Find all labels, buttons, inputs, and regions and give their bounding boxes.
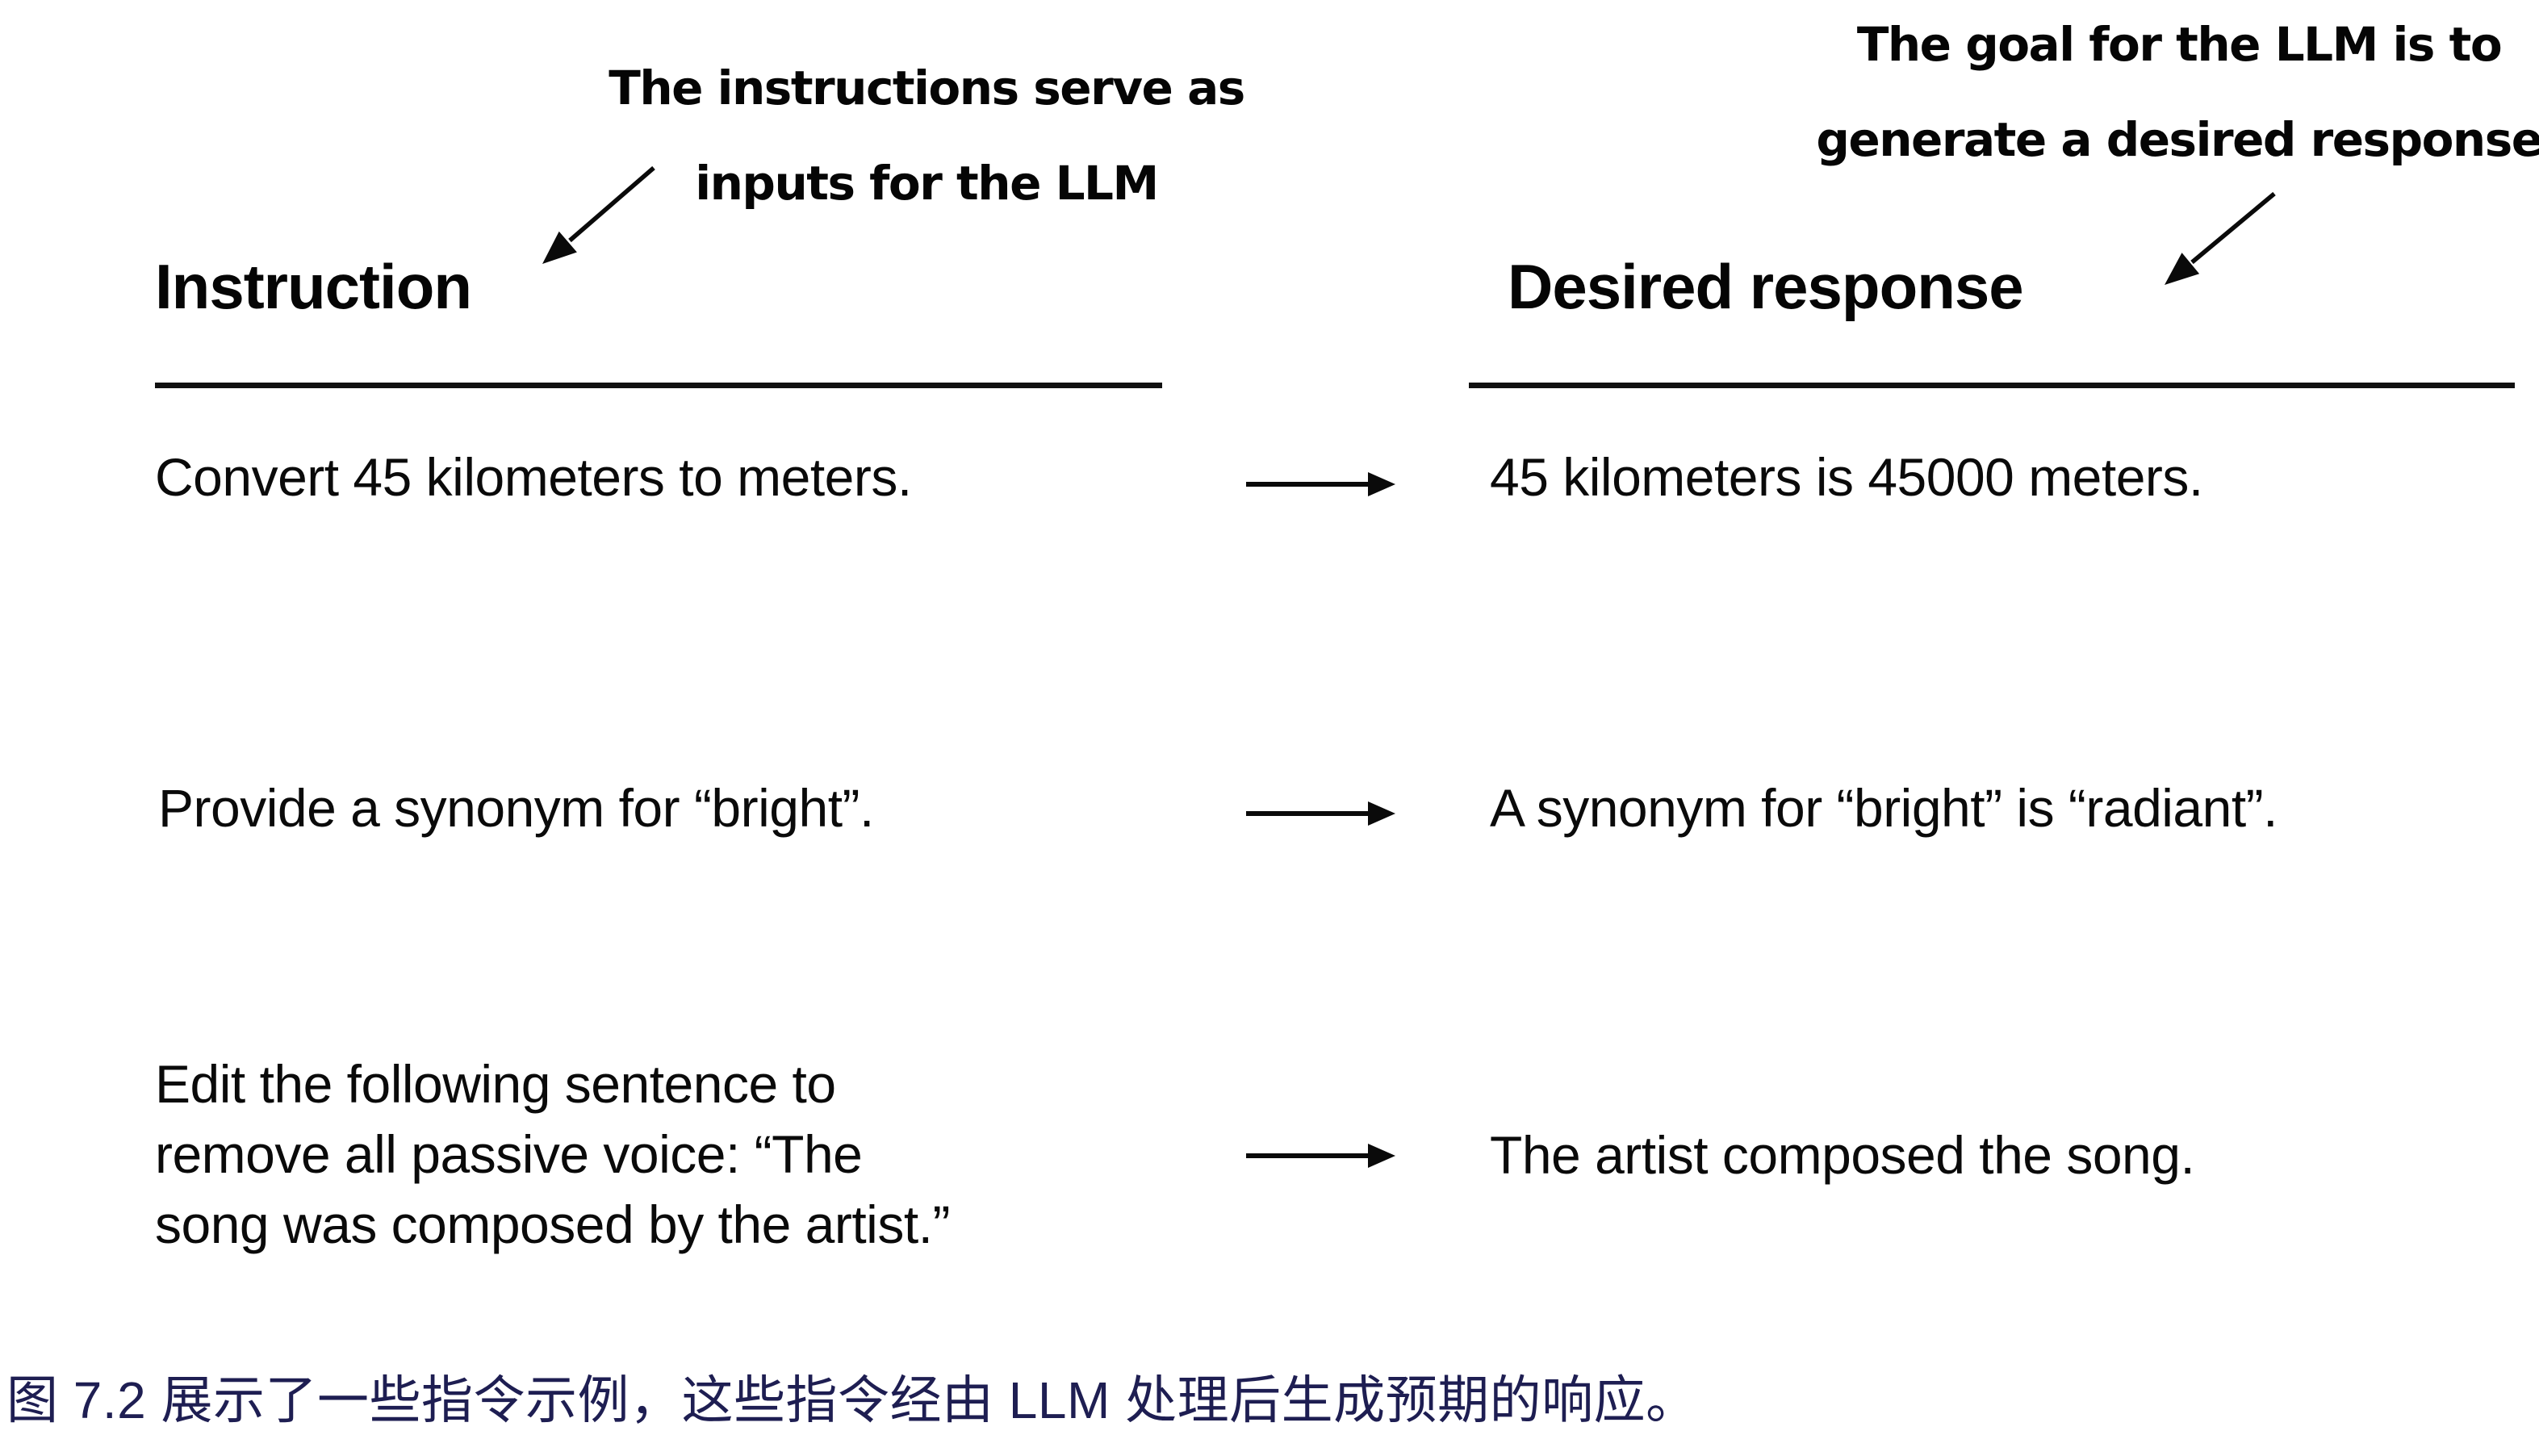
annotation-instructions-input: The instructions serve as inputs for the… <box>531 40 1322 231</box>
response-text-row3: The artist composed the song. <box>1490 1125 2195 1185</box>
instruction-text-row2: Provide a synonym for “bright”. <box>158 778 874 838</box>
annotation-arrow-right-icon <box>2165 191 2276 285</box>
header-rule-right <box>1469 383 2515 388</box>
annotation-right-line1: The goal for the LLM is to <box>1856 17 2503 72</box>
row-arrow-icon <box>1246 472 1395 496</box>
annotation-left-line2: inputs for the LLM <box>695 156 1159 211</box>
instruction-text-row1: Convert 45 kilometers to meters. <box>155 447 912 507</box>
column-header-desired-response: Desired response <box>1508 251 2024 322</box>
instruction-text-row3: Edit the following sentence to remove al… <box>155 1054 950 1254</box>
row-arrow-icon <box>1246 801 1395 826</box>
annotation-right-line2: generate a desired response <box>1816 112 2539 167</box>
response-text-row1: 45 kilometers is 45000 meters. <box>1490 447 2203 507</box>
header-rule-left <box>155 383 1162 388</box>
annotation-left-line1: The instructions serve as <box>609 61 1245 115</box>
response-text-row2: A synonym for “bright” is “radiant”. <box>1490 778 2278 838</box>
row-arrow-icon <box>1246 1144 1395 1168</box>
column-header-instruction: Instruction <box>155 251 472 322</box>
annotation-llm-goal: The goal for the LLM is to generate a de… <box>1784 0 2539 187</box>
figure-caption: 图 7.2 展示了一些指令示例，这些指令经由 LLM 处理后生成预期的响应。 <box>6 1371 1698 1429</box>
annotation-arrow-left-icon <box>542 165 655 264</box>
